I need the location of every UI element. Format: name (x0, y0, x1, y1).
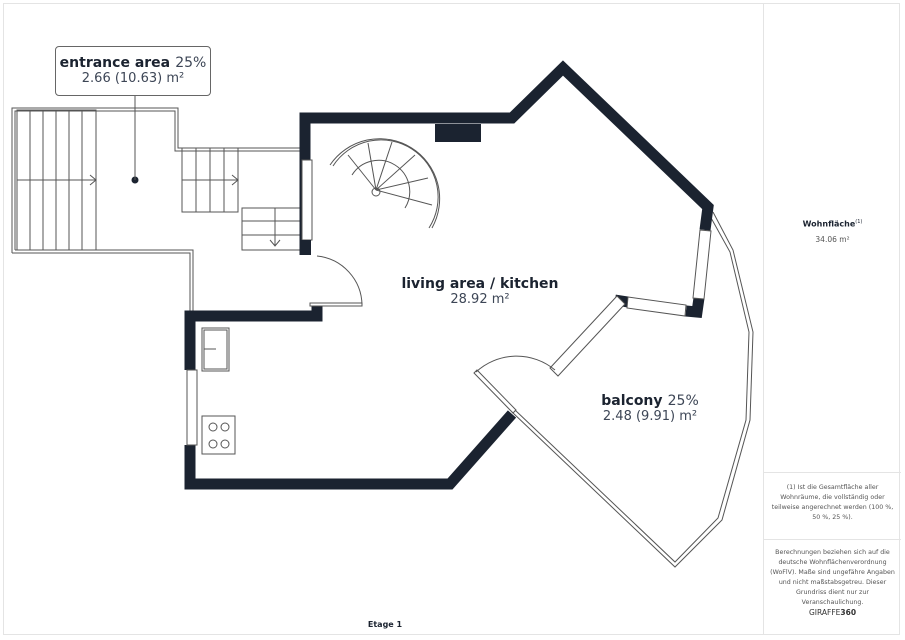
room-name: living area / kitchen (401, 276, 559, 292)
spiral-stairs (329, 138, 441, 229)
straight-stairs-left (16, 109, 97, 251)
brand-logo: GIRAFFE360 (764, 608, 901, 617)
divider (764, 539, 901, 540)
room-percent: 25% (175, 55, 207, 71)
room-area: 2.48 (9.91) m² (602, 409, 698, 424)
divider (764, 472, 901, 473)
room-label-balcony: balcony 25% 2.48 (9.91) m² (585, 390, 715, 424)
room-area: 2.66 (10.63) m² (81, 71, 185, 86)
chimney (435, 124, 481, 142)
small-stairs (181, 147, 306, 251)
sink (201, 327, 230, 372)
windows (186, 159, 712, 446)
room-percent: 25% (667, 393, 699, 409)
room-name: balcony (601, 393, 663, 409)
brand-text: GIRAFFE (808, 608, 841, 617)
page-frame (3, 3, 900, 635)
total-area-value: 34.06 m² (815, 235, 850, 244)
room-label-living: living area / kitchen 28.92 m² (380, 276, 580, 307)
brand-number: 360 (840, 608, 857, 617)
balcony-railing (511, 211, 754, 568)
floor-label: Etage 1 (367, 620, 403, 629)
info-sidebar: Wohnfläche(1) 34.06 m² (1) Ist die Gesam… (763, 3, 901, 635)
doors (309, 255, 556, 414)
room-label-entrance: entrance area 25% 2.66 (10.63) m² (55, 46, 211, 96)
footnote-ref: (1) (855, 219, 863, 225)
stove (201, 415, 236, 455)
total-area-title: Wohnfläche (802, 219, 856, 229)
room-name: entrance area (59, 55, 171, 71)
footnote: (1) Ist die Gesamtfläche aller Wohnräume… (771, 484, 894, 521)
wall-stub (300, 240, 311, 255)
total-area-label: Wohnfläche(1) (764, 219, 901, 229)
room-area: 28.92 m² (450, 292, 510, 307)
disclaimer: Berechnungen beziehen sich auf die deuts… (770, 549, 895, 606)
